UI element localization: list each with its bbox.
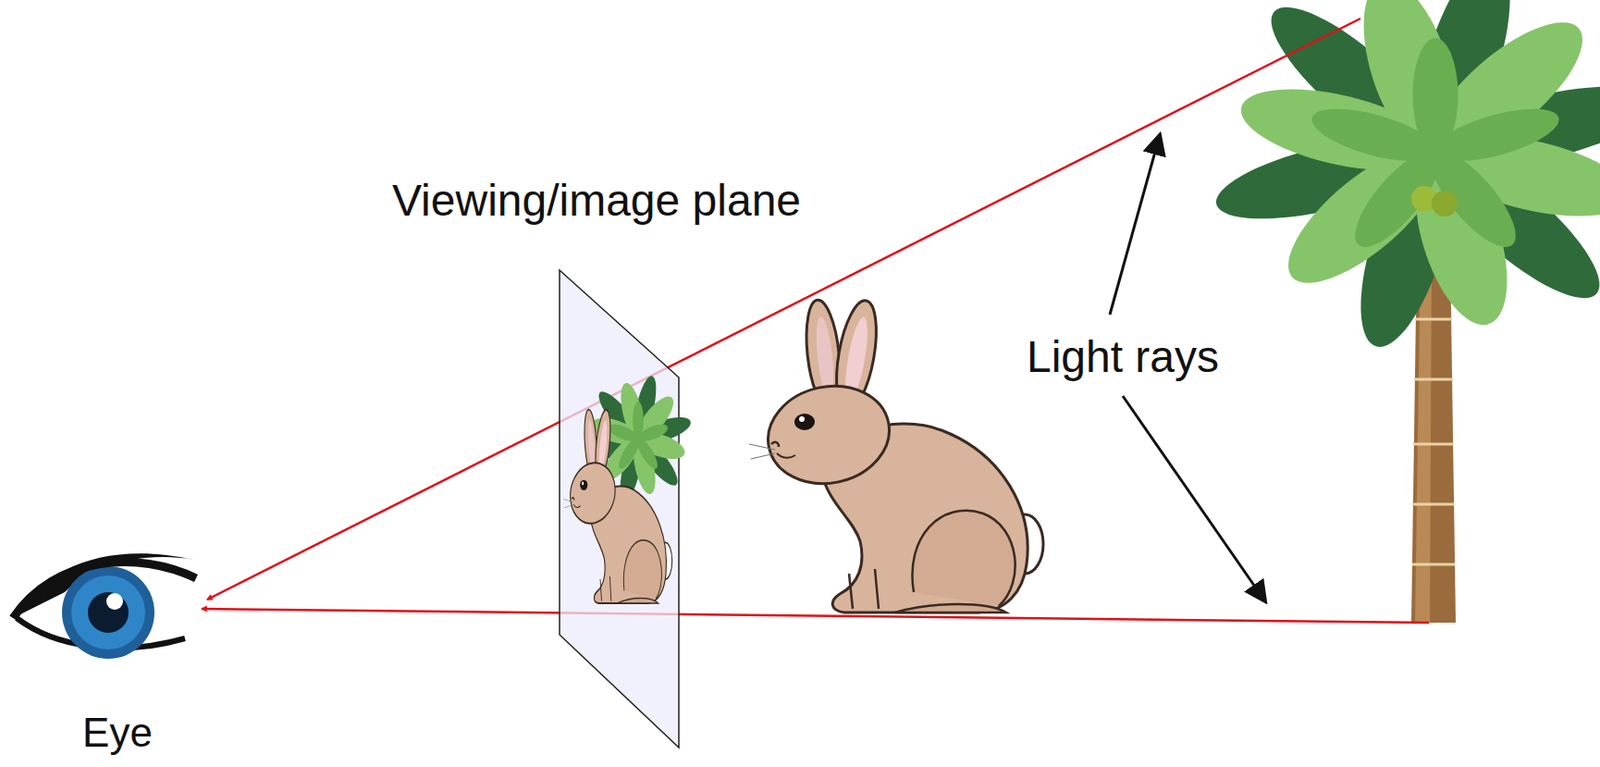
leader-arrow <box>1109 135 1160 315</box>
projected-image <box>563 373 693 604</box>
eye-icon <box>12 553 197 659</box>
light-ray <box>207 18 1361 600</box>
plane-label: Viewing/image plane <box>392 174 801 226</box>
ray-label: Light rays <box>1026 331 1219 382</box>
image-plane <box>559 270 679 748</box>
palm-tree <box>1206 0 1600 623</box>
light-ray <box>201 608 1429 623</box>
rabbit <box>749 297 1044 613</box>
eye-label: Eye <box>82 709 153 757</box>
leader-arrow <box>1122 395 1266 602</box>
